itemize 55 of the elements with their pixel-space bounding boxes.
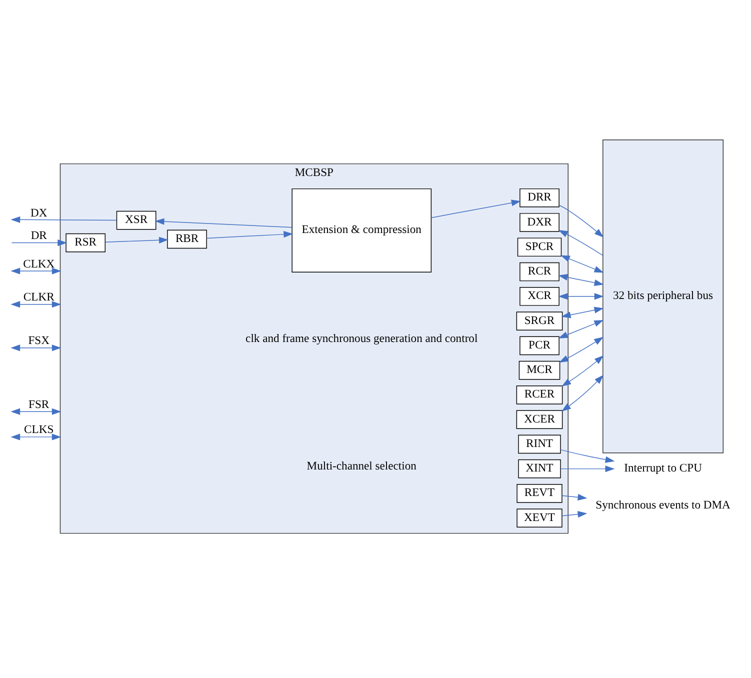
arrow xyxy=(558,274,604,286)
arrow xyxy=(560,448,615,462)
arrow xyxy=(560,254,604,272)
node-box: REVT xyxy=(516,484,562,502)
arrow xyxy=(10,300,62,308)
node-box: XSR xyxy=(116,210,156,230)
arrow xyxy=(562,510,588,518)
node-box: RSR xyxy=(66,232,106,252)
arrow xyxy=(562,374,604,412)
node-box: 32 bits peripheral bus xyxy=(602,139,724,453)
arrow xyxy=(10,216,117,222)
node-box: PCR xyxy=(520,336,560,355)
arrow xyxy=(11,238,68,246)
label: Multi-channel selection xyxy=(306,458,416,472)
label: clk and frame synchronous generation and control xyxy=(246,331,478,344)
arrow xyxy=(558,292,604,300)
node-box: RBR xyxy=(167,229,207,248)
edge-label: CLKR xyxy=(23,290,54,304)
node-box: XEVT xyxy=(516,508,562,528)
node-box: SRGR xyxy=(516,311,563,330)
arrow xyxy=(560,465,615,472)
node-text: Interrupt to CPU xyxy=(624,461,702,474)
arrow xyxy=(558,320,604,338)
arrow xyxy=(206,230,294,238)
arrow xyxy=(10,408,62,414)
arrow xyxy=(562,493,588,500)
node-box: DRR xyxy=(520,188,560,207)
edge-label: DX xyxy=(30,206,48,220)
edge-label: FSX xyxy=(28,334,50,347)
node-box: DXR xyxy=(520,212,560,232)
arrow xyxy=(105,236,168,243)
node-box: RINT xyxy=(518,434,561,454)
node-box: SPCR xyxy=(517,237,562,256)
arrow xyxy=(561,306,604,318)
node-box: Extension & compression xyxy=(292,188,432,272)
node-box: XINT xyxy=(518,458,561,478)
arrow xyxy=(562,354,604,386)
arrow xyxy=(10,344,62,351)
arrow xyxy=(10,267,62,274)
edge-label: DR xyxy=(30,228,47,242)
arrow xyxy=(558,229,604,256)
edge-label: FSR xyxy=(28,397,50,410)
arrow xyxy=(10,433,62,440)
node-box: XCER xyxy=(516,410,563,428)
node-box: MCR xyxy=(518,360,560,380)
edge-label: CLKX xyxy=(23,256,55,270)
arrow xyxy=(430,199,521,218)
arrow xyxy=(154,218,292,228)
node-box: XCR xyxy=(520,286,560,306)
node-text: Synchronous events to DMA xyxy=(596,498,730,512)
arrow xyxy=(558,336,604,362)
node-box: RCR xyxy=(520,262,560,281)
edge-label: CLKS xyxy=(24,422,54,436)
arrow xyxy=(558,204,604,237)
node-box: RCER xyxy=(516,385,563,404)
